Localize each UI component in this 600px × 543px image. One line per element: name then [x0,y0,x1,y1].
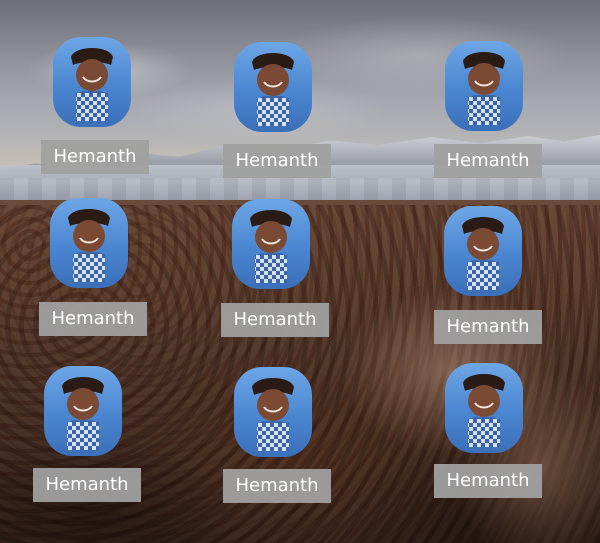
profile-tile[interactable]: Hemanth [433,40,543,190]
avatar-illustration [71,48,113,121]
person-avatar-icon [445,41,523,131]
profile-name: Hemanth [434,144,542,178]
profile-tile[interactable]: Hemanth [40,35,150,185]
avatar-illustration [463,374,505,447]
profile-tile[interactable]: Hemanth [38,196,148,346]
profile-tile[interactable]: Hemanth [222,42,332,192]
profile-name: Hemanth [223,469,331,503]
profile-name: Hemanth [434,464,542,498]
person-avatar-icon [444,206,522,296]
person-avatar-icon [234,42,312,132]
avatar-illustration [62,377,104,450]
avatar-illustration [252,378,294,451]
person-avatar-icon [232,199,310,289]
avatar-illustration [462,217,504,290]
profile-name: Hemanth [33,468,141,502]
avatar-illustration [68,209,110,282]
avatar-illustration [250,210,292,283]
profile-tile[interactable]: Hemanth [32,364,142,514]
profile-tile[interactable]: Hemanth [222,366,332,516]
profile-tile[interactable]: Hemanth [220,198,330,348]
profile-tile[interactable]: Hemanth [433,206,543,356]
profile-name: Hemanth [39,302,147,336]
profile-name: Hemanth [223,144,331,178]
avatar-illustration [463,52,505,125]
profile-name: Hemanth [434,310,542,344]
profile-name: Hemanth [41,140,149,174]
person-avatar-icon [44,366,122,456]
person-avatar-icon [50,198,128,288]
person-avatar-icon [445,363,523,453]
profile-tile[interactable]: Hemanth [433,362,543,512]
avatar-illustration [252,53,294,126]
person-avatar-icon [53,37,131,127]
profile-name: Hemanth [221,303,329,337]
person-avatar-icon [234,367,312,457]
